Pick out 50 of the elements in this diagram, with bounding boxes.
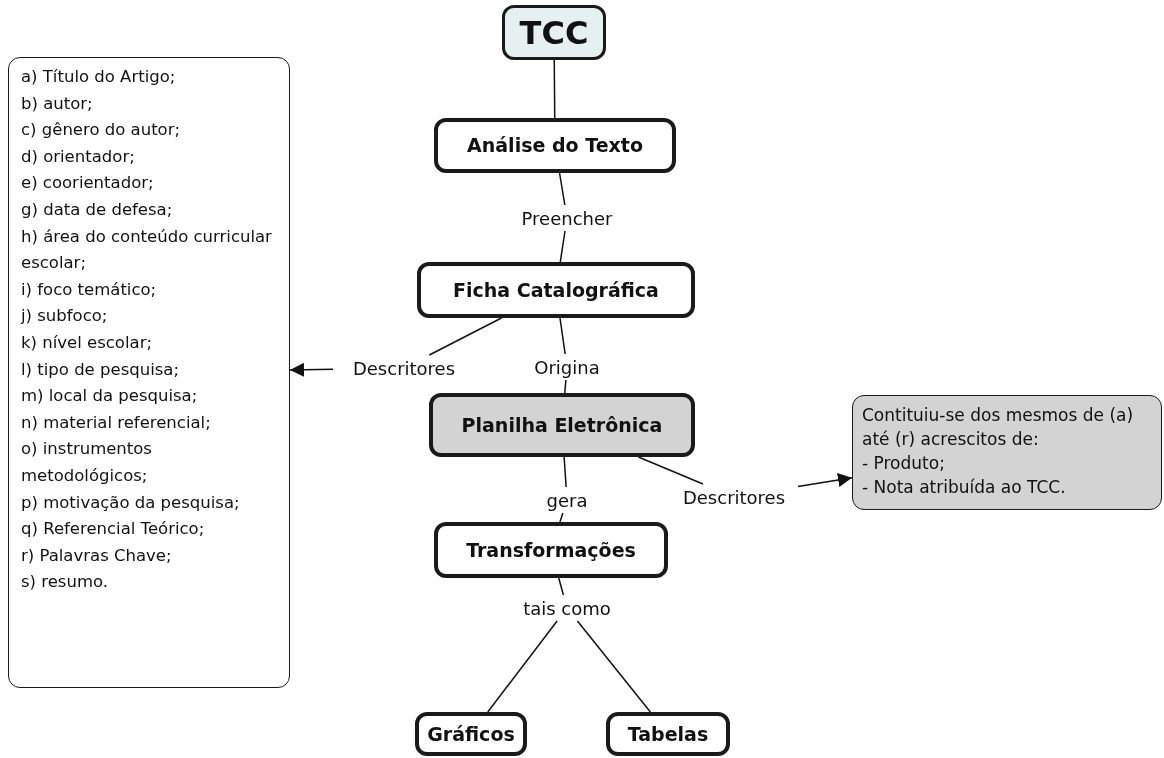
connector-line: [553, 59, 556, 119]
list-item: - Nota atribuída ao TCC.: [862, 476, 1067, 499]
connector-line: [559, 512, 564, 523]
arrow: [797, 473, 853, 488]
list-item: i) foco temático;: [21, 278, 158, 301]
linking-phrase: gera: [540, 487, 594, 513]
list-item: j) subfoco;: [21, 305, 109, 328]
list-item: s) resumo.: [21, 571, 110, 594]
connector-line: [637, 456, 704, 485]
list-item: c) gênero do autor;: [21, 119, 182, 142]
linking-phrase: Descritores: [670, 484, 798, 510]
list-item: g) data de defesa;: [21, 198, 174, 221]
list-item: h) área do conteúdo curricular escolar;: [21, 225, 273, 275]
concept-box: Gráficos: [415, 712, 527, 756]
connector-line: [557, 577, 565, 596]
concept-box: Tabelas: [606, 712, 730, 756]
connector-line: [563, 456, 567, 488]
concept-box: Ficha Catalográfica: [417, 262, 695, 318]
list-item: e) coorientador;: [21, 172, 155, 195]
list-box: [8, 57, 290, 688]
linking-phrase: Preencher: [512, 205, 622, 231]
list-item: q) Referencial Teórico;: [21, 518, 206, 541]
list-item: p) motivação da pesquisa;: [21, 491, 241, 514]
connector-line: [487, 620, 558, 713]
list-item: a) Título do Artigo;: [21, 66, 177, 88]
concept-box: TCC: [502, 5, 606, 60]
connector-line: [564, 379, 567, 394]
list-item: k) nível escolar;: [21, 331, 153, 354]
linking-phrase: Origina: [522, 354, 612, 380]
list-item: b) autor;: [21, 92, 94, 115]
arrow: [289, 362, 334, 377]
linking-phrase: tais como: [514, 595, 620, 621]
concept-box: Planilha Eletrônica: [429, 393, 695, 457]
list-item: r) Palavras Chave;: [21, 544, 173, 567]
concept-box: Transformações: [434, 522, 668, 578]
list-item: n) material referencial;: [21, 411, 212, 434]
list-item: Contituiu-se dos mesmos de (a) até (r) acrescitos de:: [862, 404, 1135, 451]
connector-line: [558, 172, 566, 206]
list-item: o) instrumentos metodológicos;: [21, 438, 153, 487]
list-item: - Produto;: [862, 452, 946, 475]
list-item: l) tipo de pesquisa;: [21, 358, 180, 381]
connector-line: [428, 317, 503, 356]
list-item: d) orientador;: [21, 145, 136, 168]
linking-phrase: Descritores: [333, 355, 475, 381]
connector-line: [559, 317, 566, 355]
concept-box: Análise do Texto: [434, 118, 676, 173]
connector-line: [576, 620, 652, 713]
list-item: m) local da pesquisa;: [21, 385, 199, 408]
connector-line: [559, 230, 566, 263]
note-box: [852, 395, 1162, 510]
